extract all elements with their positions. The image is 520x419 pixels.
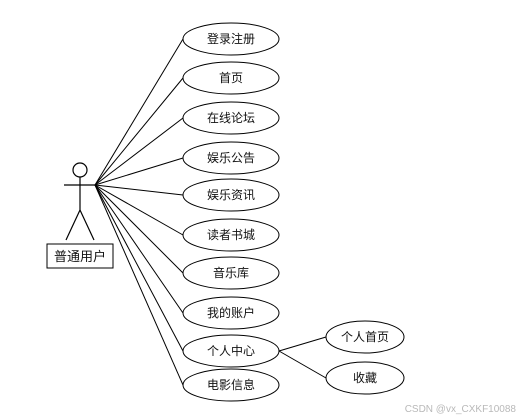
association-line-uc5 (94, 184, 184, 196)
use-case-ellipse (182, 296, 280, 330)
association-line-uc1 (94, 38, 184, 186)
actor-left-leg (65, 209, 81, 241)
use-case-uc6: 读者书城 (182, 218, 280, 252)
use-case-label: 在线论坛 (207, 111, 255, 125)
use-case-ellipse (182, 101, 280, 135)
use-case-uc8: 我的账户 (182, 296, 280, 330)
association-lines (94, 38, 327, 386)
use-case-uc10: 电影信息 (182, 368, 280, 402)
sub-use-case-label: 个人首页 (341, 330, 389, 344)
use-case-ellipse (182, 256, 280, 290)
sub-use-case-label: 收藏 (353, 371, 377, 385)
association-line-uc8 (94, 184, 184, 314)
use-case-label: 电影信息 (207, 377, 255, 392)
actor-head (72, 162, 88, 178)
use-case-label: 娱乐资讯 (207, 188, 255, 202)
association-line-sub2 (278, 350, 327, 379)
sub-use-case-sub1: 个人首页 (325, 320, 405, 354)
use-case-ellipse (182, 22, 280, 56)
use-case-uc5: 娱乐资讯 (182, 178, 280, 212)
use-case-label: 登录注册 (207, 31, 255, 46)
actor-right-leg (79, 209, 95, 241)
association-line-uc2 (94, 77, 184, 186)
use-case-label: 首页 (219, 71, 243, 85)
association-line-sub1 (278, 336, 327, 352)
use-case-label: 我的账户 (207, 305, 255, 320)
use-case-uc1: 登录注册 (182, 22, 280, 56)
use-case-ellipse (182, 334, 280, 368)
use-case-uc3: 在线论坛 (182, 101, 280, 135)
use-case-ellipse (182, 368, 280, 402)
use-case-ellipse (182, 61, 280, 95)
actor-figure (64, 162, 96, 241)
use-case-uc4: 娱乐公告 (182, 141, 280, 175)
actor-label: 普通用户 (54, 249, 106, 265)
use-case-uc2: 首页 (182, 61, 280, 95)
use-case-ellipse (182, 218, 280, 252)
use-case-ellipse (182, 178, 280, 212)
use-case-ellipse (182, 141, 280, 175)
use-case-label: 个人中心 (207, 343, 255, 358)
association-line-uc4 (94, 157, 184, 186)
association-line-uc10 (94, 184, 184, 386)
association-line-uc6 (94, 184, 184, 236)
use-case-uc9: 个人中心 (182, 334, 280, 368)
use-case-label: 音乐库 (213, 265, 249, 280)
sub-use-case-sub2: 收藏 (325, 361, 405, 395)
actor-label-box: 普通用户 (46, 243, 114, 269)
sub-use-case-ellipse (325, 361, 405, 395)
association-line-uc3 (94, 117, 184, 186)
watermark: CSDN @vx_CXKF10088 (405, 404, 517, 415)
association-line-uc7 (94, 184, 184, 274)
association-line-uc9 (94, 184, 184, 352)
use-case-uc7: 音乐库 (182, 256, 280, 290)
use-case-label: 读者书城 (207, 228, 255, 242)
use-case-label: 娱乐公告 (207, 151, 255, 165)
sub-use-case-ellipse (325, 320, 405, 354)
